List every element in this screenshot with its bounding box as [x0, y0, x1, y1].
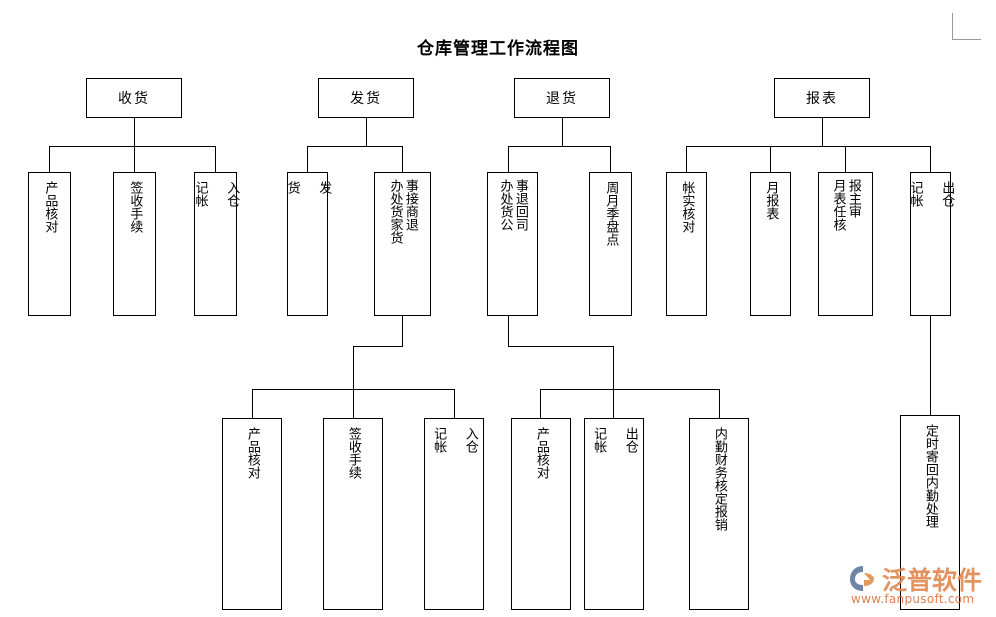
node-sign-receipt-receiving-label: 签收手续	[127, 181, 143, 233]
connector-returns-drop-2	[610, 146, 611, 172]
node-reports-label: 报表	[806, 91, 838, 107]
connector-returns-drop-1	[508, 146, 509, 172]
node-outstock-record-returns-sub[interactable]: 出仓 记帐	[584, 418, 644, 610]
node-book-stock-reconcile[interactable]: 帐实核对	[666, 172, 707, 316]
node-receiving-label: 收货	[118, 91, 150, 107]
connector-receiving-drop-1	[49, 146, 50, 172]
node-handle-merchant-return-label-left: 办处货家货	[387, 179, 403, 244]
node-outstock-record-reports[interactable]: 出仓 记帐	[908, 172, 954, 316]
connector-reports-drop-2	[770, 146, 771, 172]
node-sign-receipt-shipping-sub[interactable]: 签收手续	[323, 418, 383, 610]
node-product-check-returns-sub[interactable]: 产品核对	[511, 418, 571, 610]
node-periodic-stocktake[interactable]: 周月季盘点	[589, 172, 632, 316]
node-monthly-report-label: 月报表	[763, 181, 779, 220]
node-outstock-record-returns-sub-label: 出仓 记帐	[591, 427, 638, 453]
connector-returns-sub-bus	[540, 389, 720, 390]
node-reports[interactable]: 报表	[774, 78, 870, 118]
connector-returns-stem	[562, 118, 563, 146]
page-title: 仓库管理工作流程图	[417, 39, 579, 59]
node-shipping-label: 发货	[350, 91, 382, 107]
connector-returns-sub-drop-1	[540, 389, 541, 418]
node-return-to-company[interactable]: 事退回司 办处货公	[487, 172, 538, 316]
node-receiving[interactable]: 收货	[86, 78, 182, 118]
connector-receiving-drop-2	[134, 146, 135, 172]
node-periodic-stocktake-label: 周月季盘点	[603, 181, 619, 246]
connector-shipping-drop-1	[307, 146, 308, 172]
node-mail-back-office[interactable]: 定时寄回内勤处理	[900, 415, 960, 610]
node-report-manager-audit-label-left: 月表任核	[830, 179, 846, 231]
node-report-manager-audit-label-right: 报主审	[845, 179, 861, 218]
node-return-to-company-label-left: 办处货公	[497, 179, 513, 231]
node-monthly-report[interactable]: 月报表	[750, 172, 791, 316]
connector-shipping-sub-drop-1	[252, 389, 253, 418]
node-instock-record-receiving[interactable]: 入仓 记帐	[192, 172, 240, 316]
node-product-check-receiving-label: 产品核对	[42, 181, 58, 233]
node-mail-back-office-label: 定时寄回内勤处理	[922, 424, 938, 528]
node-report-manager-audit[interactable]: 报主审 月表任核	[818, 172, 873, 316]
connector-reports-drop-3	[845, 146, 846, 172]
node-handle-merchant-return[interactable]: 事接商退 办处货家货	[374, 172, 431, 316]
node-returns-label: 退货	[546, 91, 578, 107]
connector-shipping-drop-2	[402, 146, 403, 172]
node-sign-receipt-receiving[interactable]: 签收手续	[113, 172, 156, 316]
node-instock-record-shipping-sub[interactable]: 入仓 记帐	[424, 418, 484, 610]
connector-reports-sub-stem	[930, 316, 931, 415]
node-shipping[interactable]: 发货	[318, 78, 414, 118]
connector-shipping-sub-drop-3	[454, 389, 455, 418]
crop-mark-top-right	[952, 13, 981, 40]
connector-returns-sub-stem-b	[613, 346, 614, 389]
node-ship-goods[interactable]: 发 货	[285, 172, 331, 316]
node-product-check-receiving[interactable]: 产品核对	[28, 172, 71, 316]
node-product-check-returns-sub-label: 产品核对	[533, 427, 549, 479]
node-sign-receipt-shipping-sub-label: 签收手续	[345, 427, 361, 479]
connector-shipping-bus	[307, 146, 403, 147]
node-returns[interactable]: 退货	[514, 78, 610, 118]
node-instock-record-shipping-sub-label: 入仓 记帐	[431, 427, 478, 453]
fanpu-logo-icon	[850, 566, 874, 591]
node-instock-record-receiving-label: 入仓 记帐	[192, 181, 240, 207]
node-handle-merchant-return-label-right: 事接商退	[402, 179, 418, 231]
connector-returns-sub-stem-a	[508, 316, 509, 346]
node-finance-reimbursement[interactable]: 内勤财务核定报销	[689, 418, 749, 610]
node-outstock-record-reports-label: 出仓 记帐	[907, 181, 955, 207]
connector-returns-sub-drop-3	[719, 389, 720, 418]
node-book-stock-reconcile-label: 帐实核对	[679, 181, 695, 233]
connector-reports-bus	[686, 146, 931, 147]
connector-returns-sub-jog	[508, 346, 614, 347]
connector-returns-bus	[508, 146, 611, 147]
node-product-check-shipping-sub[interactable]: 产品核对	[222, 418, 282, 610]
connector-returns-sub-drop-2	[613, 389, 614, 418]
connector-shipping-sub-drop-2	[353, 389, 354, 418]
connector-shipping-stem	[366, 118, 367, 146]
connector-reports-drop-1	[686, 146, 687, 172]
connector-reports-drop-4	[930, 146, 931, 172]
connector-receiving-bus	[49, 146, 216, 147]
node-finance-reimbursement-label: 内勤财务核定报销	[711, 427, 727, 531]
connector-shipping-sub-jog	[353, 346, 403, 347]
connector-shipping-sub-stem-a	[402, 316, 403, 346]
connector-receiving-stem	[134, 118, 135, 146]
connector-reports-stem	[822, 118, 823, 146]
node-product-check-shipping-sub-label: 产品核对	[244, 427, 260, 479]
node-return-to-company-label-right: 事退回司	[512, 179, 528, 231]
connector-shipping-sub-stem-b	[353, 346, 354, 389]
node-ship-goods-label: 发 货	[284, 181, 332, 194]
connector-receiving-drop-3	[215, 146, 216, 172]
